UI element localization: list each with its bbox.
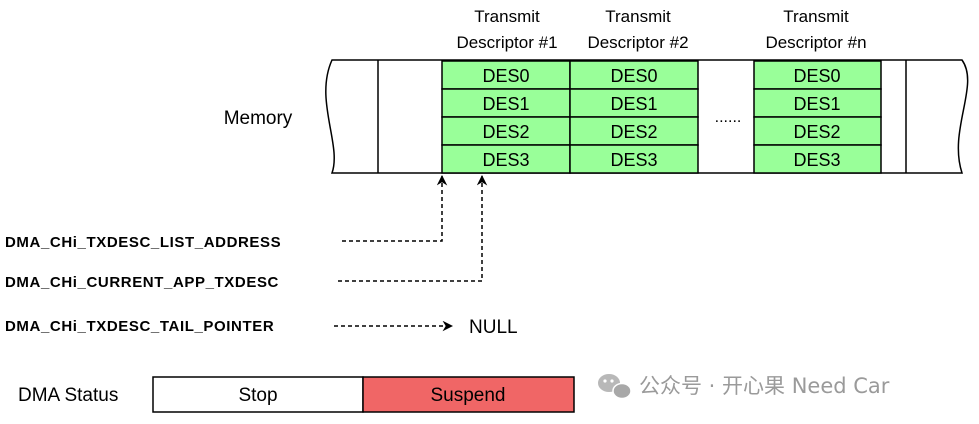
wechat-icon	[598, 374, 632, 400]
descriptor-title-line1: Transmit	[783, 7, 849, 26]
descriptor-title-line2: Descriptor #2	[587, 33, 688, 52]
des0-label: DES0	[482, 66, 529, 86]
status-suspend-box	[362, 376, 575, 413]
des-cell	[753, 60, 882, 90]
descriptor-title-line2: Descriptor #n	[765, 33, 866, 52]
descriptor-title-line1: Transmit	[605, 7, 671, 26]
ellipsis: ......	[715, 109, 742, 126]
memory-label: Memory	[224, 108, 293, 129]
des2-label: DES2	[482, 122, 529, 142]
des3-label: DES3	[793, 150, 840, 170]
des-cell	[753, 144, 882, 174]
des0-label: DES0	[610, 66, 657, 86]
des-cell	[753, 88, 882, 118]
descriptor-1: Transmit Descriptor #1 DES0 DES1 DES2 DE…	[441, 7, 571, 174]
des0-label: DES0	[793, 66, 840, 86]
des-cell	[569, 144, 699, 174]
status-suspend-label: Suspend	[430, 385, 505, 406]
des-cell	[441, 144, 571, 174]
list-address-arrow	[342, 174, 448, 242]
null-label: NULL	[469, 317, 518, 338]
des1-label: DES1	[482, 94, 529, 114]
des2-label: DES2	[793, 122, 840, 142]
des3-label: DES3	[482, 150, 529, 170]
current-app-txdesc-register: DMA_CHi_CURRENT_APP_TXDESC	[5, 274, 279, 291]
status-stop-label: Stop	[238, 385, 277, 406]
des-cell	[441, 60, 571, 90]
descriptor-n: Transmit Descriptor #n DES0 DES1 DES2 DE…	[753, 7, 882, 174]
des1-label: DES1	[793, 94, 840, 114]
current-app-arrow	[338, 174, 488, 282]
txdesc-tail-pointer-register: DMA_CHi_TXDESC_TAIL_POINTER	[5, 318, 274, 335]
des1-label: DES1	[610, 94, 657, 114]
dma-status-label: DMA Status	[18, 385, 118, 406]
descriptor-2: Transmit Descriptor #2 DES0 DES1 DES2 DE…	[569, 7, 699, 174]
status-stop-box	[152, 376, 364, 413]
watermark-text: 公众号 · 开心果 Need Car	[639, 374, 890, 398]
descriptor-title-line2: Descriptor #1	[456, 33, 557, 52]
des3-label: DES3	[610, 150, 657, 170]
txdesc-list-address-register: DMA_CHi_TXDESC_LIST_ADDRESS	[5, 234, 281, 251]
descriptor-title-line1: Transmit	[474, 7, 540, 26]
des2-label: DES2	[610, 122, 657, 142]
